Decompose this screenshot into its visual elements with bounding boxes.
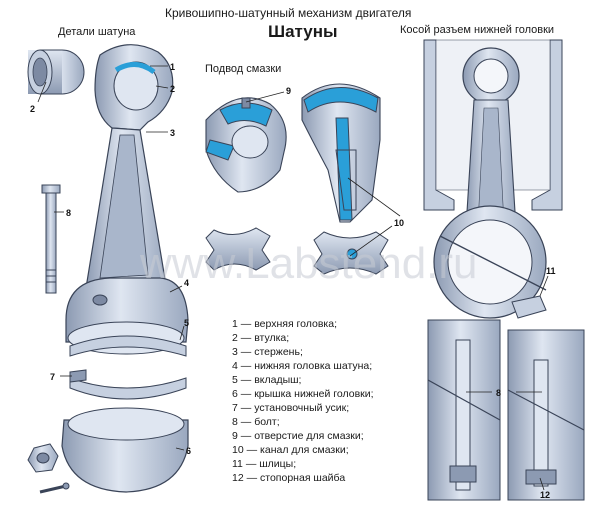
legend-item-10: 10 — канал для смазки; — [232, 444, 349, 456]
legend-number: 6 — [232, 388, 238, 400]
callout-2-bushing-in-rod: 2 — [170, 84, 175, 94]
legend-text: отверстие для смазки; — [254, 430, 364, 442]
callout-8-section: 8 — [496, 388, 501, 398]
shank-cross-section-plain — [205, 227, 271, 271]
callout-8-bolt: 8 — [66, 208, 71, 218]
section-oblique-split-label: Косой разъем нижней головки — [400, 24, 555, 36]
section-oil-feed-label: Подвод смазки — [205, 63, 282, 75]
legend-text: стержень; — [254, 346, 303, 358]
subtitle: Шатуны — [268, 22, 338, 41]
legend-item-9: 9 — отверстие для смазки; — [232, 430, 364, 442]
bushing-part — [27, 49, 85, 95]
callout-4: 4 — [184, 278, 189, 288]
legend-number: 12 — [232, 472, 244, 484]
legend-text: шлицы; — [259, 458, 297, 470]
callout-7: 7 — [50, 372, 55, 382]
nut-part — [27, 443, 70, 494]
legend-item-2: 2 — втулка; — [232, 332, 290, 344]
section-parts-label: Детали шатуна — [58, 26, 136, 38]
legend-text: стопорная шайба — [260, 472, 346, 484]
legend-text: установочный усик; — [254, 402, 350, 414]
legend-text: болт; — [254, 416, 280, 428]
callout-2-bushing: 2 — [30, 104, 35, 114]
bolt-section-right — [507, 329, 585, 501]
legend-number: 2 — [232, 332, 238, 344]
callout-9: 9 — [286, 86, 291, 96]
legend-text: нижняя головка шатуна; — [254, 360, 373, 372]
legend-item-4: 4 — нижняя головка шатуна; — [232, 360, 373, 372]
oil-feed-small-end — [205, 97, 287, 193]
legend-item-1: 1 — верхняя головка; — [232, 318, 337, 330]
legend-number: 10 — [232, 444, 244, 456]
callout-12: 12 — [540, 490, 550, 500]
legend-text: вкладыш; — [254, 374, 302, 386]
legend-item-12: 12 — стопорная шайба — [232, 472, 346, 484]
watermark: www.Labstend.ru — [139, 239, 478, 288]
legend-item-6: 6 — крышка нижней головки; — [232, 388, 374, 400]
oblique-split-rod — [423, 39, 563, 319]
callout-10: 10 — [394, 218, 404, 228]
legend-item-5: 5 — вкладыш; — [232, 374, 302, 386]
legend-item-11: 11 — шлицы; — [232, 458, 297, 470]
legend-number: 7 — [232, 402, 238, 414]
legend-number: 5 — [232, 374, 238, 386]
legend-item-3: 3 — стержень; — [232, 346, 303, 358]
callout-5: 5 — [184, 318, 189, 328]
callout-leaders — [37, 65, 549, 491]
callout-1: 1 — [170, 62, 175, 72]
legend-text: крышка нижней головки; — [254, 388, 374, 400]
legend-text: верхняя головка; — [254, 318, 337, 330]
legend-number: 1 — [232, 318, 238, 330]
legend-text: втулка; — [254, 332, 290, 344]
legend-item-8: 8 — болт; — [232, 416, 280, 428]
legend-number: 11 — [232, 458, 243, 470]
bolt-part — [41, 184, 61, 294]
callout-6: 6 — [186, 446, 191, 456]
legend-item-7: 7 — установочный усик; — [232, 402, 350, 414]
oil-feed-section-rod — [301, 83, 381, 223]
callout-11: 11 — [546, 266, 556, 276]
legend-text: канал для смазки; — [260, 444, 349, 456]
legend-number: 4 — [232, 360, 238, 372]
legend-number: 3 — [232, 346, 238, 358]
legend-number: 9 — [232, 430, 238, 442]
main-title: Кривошипно-шатунный механизм двигателя — [165, 6, 412, 20]
legend-number: 8 — [232, 416, 238, 428]
bolt-section-left — [427, 319, 501, 501]
callout-3: 3 — [170, 128, 175, 138]
